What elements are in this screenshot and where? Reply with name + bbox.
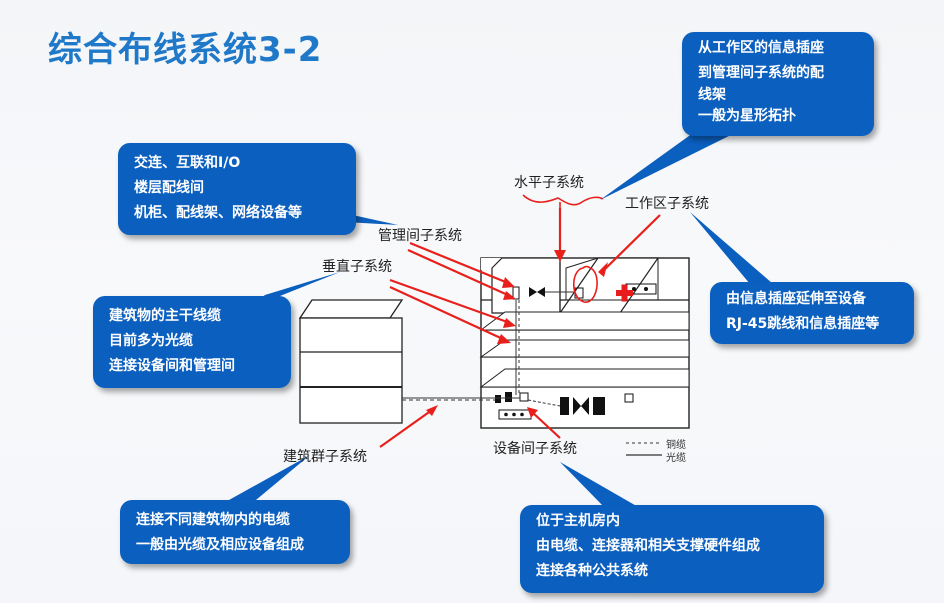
callout-line: 连接各种公共系统 (536, 563, 648, 579)
callout-equipment-subsystem: 位于主机房内 由电缆、连接器和相关支撑硬件组成 连接各种公共系统 (520, 505, 824, 593)
callout-line: 由电缆、连接器和相关支撑硬件组成 (536, 538, 760, 554)
slide-title: 综合布线系统3-2 (48, 30, 323, 70)
callout-line: RJ-45跳线和信息插座等 (726, 316, 880, 332)
callout-management-subsystem: 交连、互联和I/O 楼层配线间 机柜、配线架、网络设备等 (118, 143, 356, 235)
cabling (402, 291, 575, 407)
label-management-subsystem: 管理间子系统 (378, 228, 462, 244)
legend-fiber-label: 光缆 (666, 453, 686, 464)
callout-line: 由信息插座延伸至设备 (726, 291, 866, 307)
label-backbone-subsystem: 垂直子系统 (322, 259, 392, 275)
label-workarea-subsystem: 工作区子系统 (625, 196, 709, 212)
callout-workarea-subsystem: 由信息插座延伸至设备 RJ-45跳线和信息插座等 (710, 282, 914, 344)
callout-line: 一般由光缆及相应设备组成 (136, 537, 304, 553)
equipment-room-devices (495, 392, 634, 420)
callout-line: 交连、互联和I/O (134, 155, 241, 171)
callout-line: 线架 (698, 87, 726, 103)
red-arrows (379, 208, 661, 448)
callout-line: 建筑物的主干线缆 (109, 308, 221, 324)
left-building (298, 299, 404, 424)
label-horizontal-subsystem: 水平子系统 (514, 175, 584, 191)
callout-horizontal-subsystem: 从工作区的信息插座 到管理间子系统的配 线架 一般为星形拓扑 (682, 32, 874, 136)
callout-line: 位于主机房内 (536, 513, 620, 529)
callout-line: 机柜、配线架、网络设备等 (134, 205, 302, 221)
label-campus-subsystem: 建筑群子系统 (283, 449, 367, 465)
callout-line: 从工作区的信息插座 (698, 40, 824, 56)
callout-line: 连接设备间和管理间 (109, 358, 235, 374)
legend-copper-label: 铜缆 (666, 440, 686, 451)
callout-backbone-subsystem: 建筑物的主干线缆 目前多为光缆 连接设备间和管理间 (93, 296, 291, 388)
callout-line: 到管理间子系统的配 (698, 65, 824, 81)
callout-line: 楼层配线间 (134, 180, 204, 196)
callout-line: 目前多为光缆 (109, 333, 193, 349)
callout-campus-subsystem: 连接不同建筑物内的电缆 一般由光缆及相应设备组成 (120, 500, 350, 564)
legend (626, 442, 662, 456)
label-equipment-subsystem: 设备间子系统 (493, 441, 577, 457)
callout-line: 连接不同建筑物内的电缆 (136, 512, 290, 528)
red-cross-icon (616, 284, 633, 302)
callout-line: 一般为星形拓扑 (698, 108, 796, 124)
